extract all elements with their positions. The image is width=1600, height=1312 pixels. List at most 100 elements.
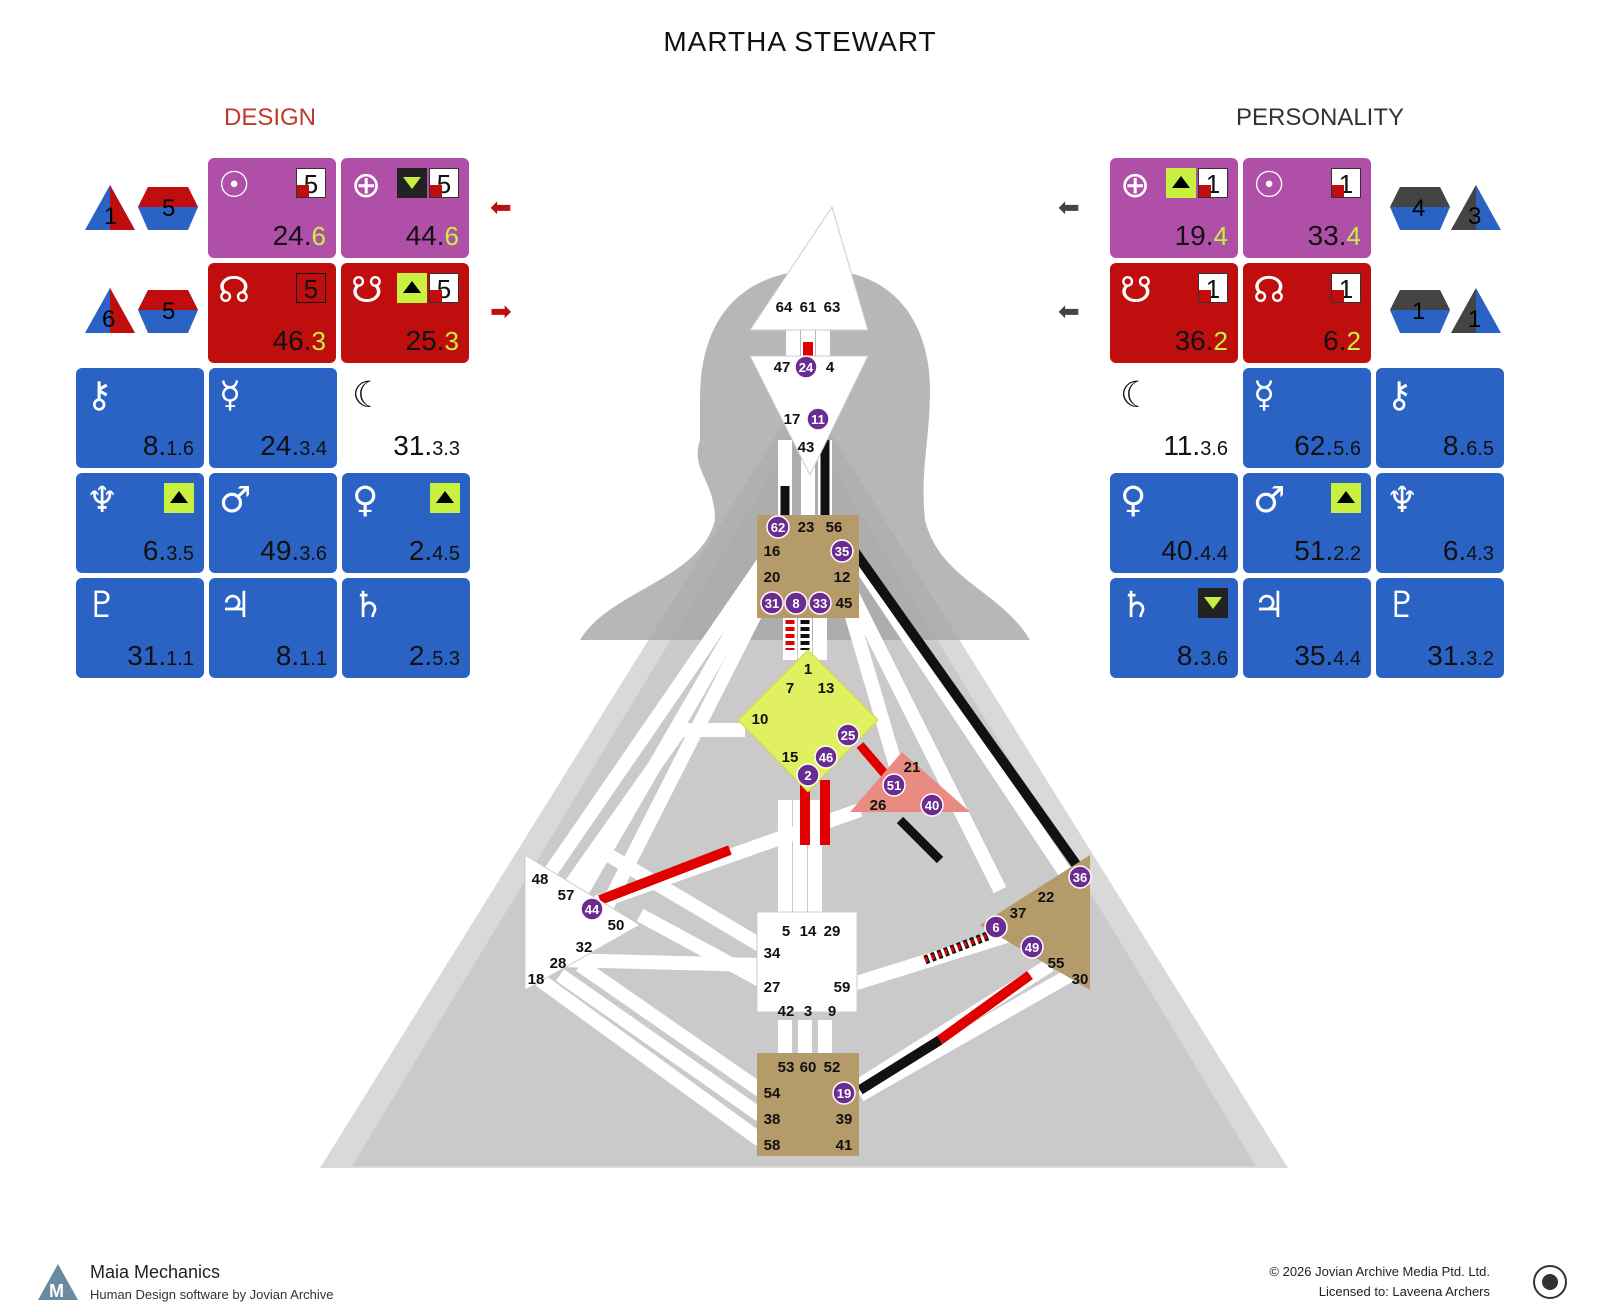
personality-south-node-tile[interactable]: ☋ 1 36.2: [1110, 263, 1238, 363]
design-earth-tile[interactable]: ⊕ 5 44.6: [341, 158, 469, 258]
pluto-icon: ♇: [86, 585, 119, 626]
chiron-icon: ⚷: [86, 375, 113, 416]
design-chiron-tile[interactable]: ⚷8.1.6: [76, 368, 204, 468]
personality-jupiter-tile[interactable]: ♃35.4.4: [1243, 578, 1371, 678]
line-box: 1: [1198, 168, 1228, 199]
personality-chiron-tile[interactable]: ⚷8.6.5: [1376, 368, 1504, 468]
gate-46: 46: [819, 750, 833, 765]
gate-48: 48: [532, 871, 549, 888]
solar-plexus-center: [980, 855, 1090, 990]
personality-arrow-left-icon: ⬅: [1058, 192, 1080, 222]
gate-number: 35.: [1294, 640, 1334, 671]
design-sun-tile[interactable]: ☉ 5 24.6: [208, 158, 336, 258]
personality-saturn-tile[interactable]: ♄8.3.6: [1110, 578, 1238, 678]
line-color-tone: 5.6: [1333, 438, 1361, 460]
north-node-icon: ☊: [1253, 270, 1285, 311]
gate-number: 31.: [1427, 640, 1467, 671]
gate-18: 18: [528, 971, 545, 988]
gate-number: 6.: [142, 535, 167, 566]
gate-31: 31: [765, 596, 779, 611]
variable-value: 1: [1468, 306, 1481, 333]
sacral-center: [756, 911, 858, 1013]
personality-pluto-tile[interactable]: ♇ 31.3.2: [1376, 578, 1504, 678]
gate-64: 64: [776, 299, 793, 316]
gate-63: 63: [824, 299, 841, 316]
personality-neptune-tile[interactable]: ♆6.4.3: [1376, 473, 1504, 573]
mercury-icon: ☿: [219, 375, 242, 416]
gate-4: 4: [826, 359, 835, 376]
gate-59: 59: [834, 979, 851, 996]
design-mercury-tile[interactable]: ☿ 24.3.4: [209, 368, 337, 468]
gate-51: 51: [887, 778, 901, 793]
gate-10: 10: [752, 711, 769, 728]
gate-value: 25.3: [405, 325, 459, 356]
design-venus-tile[interactable]: ♀ 2.4.5: [342, 473, 470, 573]
gate-value: 6.4.3: [1443, 535, 1494, 567]
gate-activation-marker: [784, 591, 808, 615]
gate-activation-marker: [760, 591, 784, 615]
gate-value: 33.4: [1307, 220, 1361, 251]
gate-13: 13: [818, 680, 835, 697]
gate-36: 36: [1073, 870, 1087, 885]
gate-11: 11: [811, 412, 825, 427]
gate-2: 2: [804, 768, 811, 783]
gate-47: 47: [774, 359, 791, 376]
gate-value: 8.6.5: [1443, 430, 1494, 462]
variable-value: 5: [162, 195, 175, 222]
design-arrow-right-icon: ➡: [490, 296, 512, 326]
gate-14: 14: [800, 923, 817, 940]
gate-24: 24: [799, 360, 814, 375]
footer-brand: Maia Mechanics Human Design software by …: [90, 1262, 334, 1302]
gate-value: 6.2: [1323, 325, 1361, 356]
line-box: 5: [429, 168, 459, 199]
design-north-node-tile[interactable]: ☊ 5 46.3: [208, 263, 336, 363]
gate-50: 50: [608, 917, 625, 934]
design-neptune-tile[interactable]: ♆6.3.5: [76, 473, 204, 573]
personality-sun-tile[interactable]: ☉ 1 33.4: [1243, 158, 1371, 258]
gate-15: 15: [782, 749, 799, 766]
gate-number: 6.: [1442, 535, 1467, 566]
gate-number: 2.: [408, 535, 433, 566]
mars-icon: ♂: [1253, 480, 1286, 521]
gate-8: 8: [792, 596, 799, 611]
design-south-node-tile[interactable]: ☋ 5 25.3: [341, 263, 469, 363]
maia-logo-icon: M: [38, 1264, 78, 1301]
design-variable-bottom: 6 5: [85, 288, 198, 333]
gate-number: 31.: [393, 430, 433, 461]
gate-54: 54: [764, 1085, 781, 1102]
line-color-tone: 6.5: [1466, 438, 1494, 460]
venus-icon: ♀: [352, 480, 379, 521]
gate-activation-marker: [814, 745, 838, 769]
line-color-tone: 3.4: [299, 438, 327, 460]
gate-25: 25: [841, 728, 855, 743]
personality-heading: PERSONALITY: [1235, 104, 1405, 131]
line-color-tone: 2.2: [1333, 543, 1361, 565]
line-color-tone: 5.3: [432, 648, 460, 670]
gate-number: 8.: [1442, 430, 1467, 461]
gate-value: 51.2.2: [1294, 535, 1361, 567]
arrow-up-icon: [1166, 168, 1196, 198]
personality-mercury-tile[interactable]: ☿62.5.6: [1243, 368, 1371, 468]
gate-value: 2.4.5: [409, 535, 460, 567]
gate-62: 62: [771, 520, 785, 535]
pluto-icon: ♇: [1386, 585, 1419, 626]
gate-57: 57: [558, 887, 575, 904]
personality-venus-tile[interactable]: ♀40.4.4: [1110, 473, 1238, 573]
design-jupiter-tile[interactable]: ♃8.1.1: [209, 578, 337, 678]
personality-earth-tile[interactable]: ⊕ 1 19.4: [1110, 158, 1238, 258]
gate-value: 6.3.5: [143, 535, 194, 567]
design-moon-tile[interactable]: ☾31.3.3: [342, 368, 470, 468]
design-saturn-tile[interactable]: ♄2.5.3: [342, 578, 470, 678]
personality-moon-tile[interactable]: ☾11.3.6: [1110, 368, 1238, 468]
personality-mars-tile[interactable]: ♂51.2.2: [1243, 473, 1371, 573]
design-mars-tile[interactable]: ♂49.3.6: [209, 473, 337, 573]
line-color-tone: 3.2: [1466, 648, 1494, 670]
venus-icon: ♀: [1120, 480, 1147, 521]
personality-north-node-tile[interactable]: ☊ 1 6.2: [1243, 263, 1371, 363]
gate-41: 41: [836, 1137, 853, 1154]
gate-52: 52: [824, 1059, 841, 1076]
head-center: [749, 205, 869, 331]
gate-value: 24.3.4: [260, 430, 327, 462]
license-text: Licensed to: Laveena Archers: [1318, 1284, 1490, 1299]
design-pluto-tile[interactable]: ♇31.1.1: [76, 578, 204, 678]
